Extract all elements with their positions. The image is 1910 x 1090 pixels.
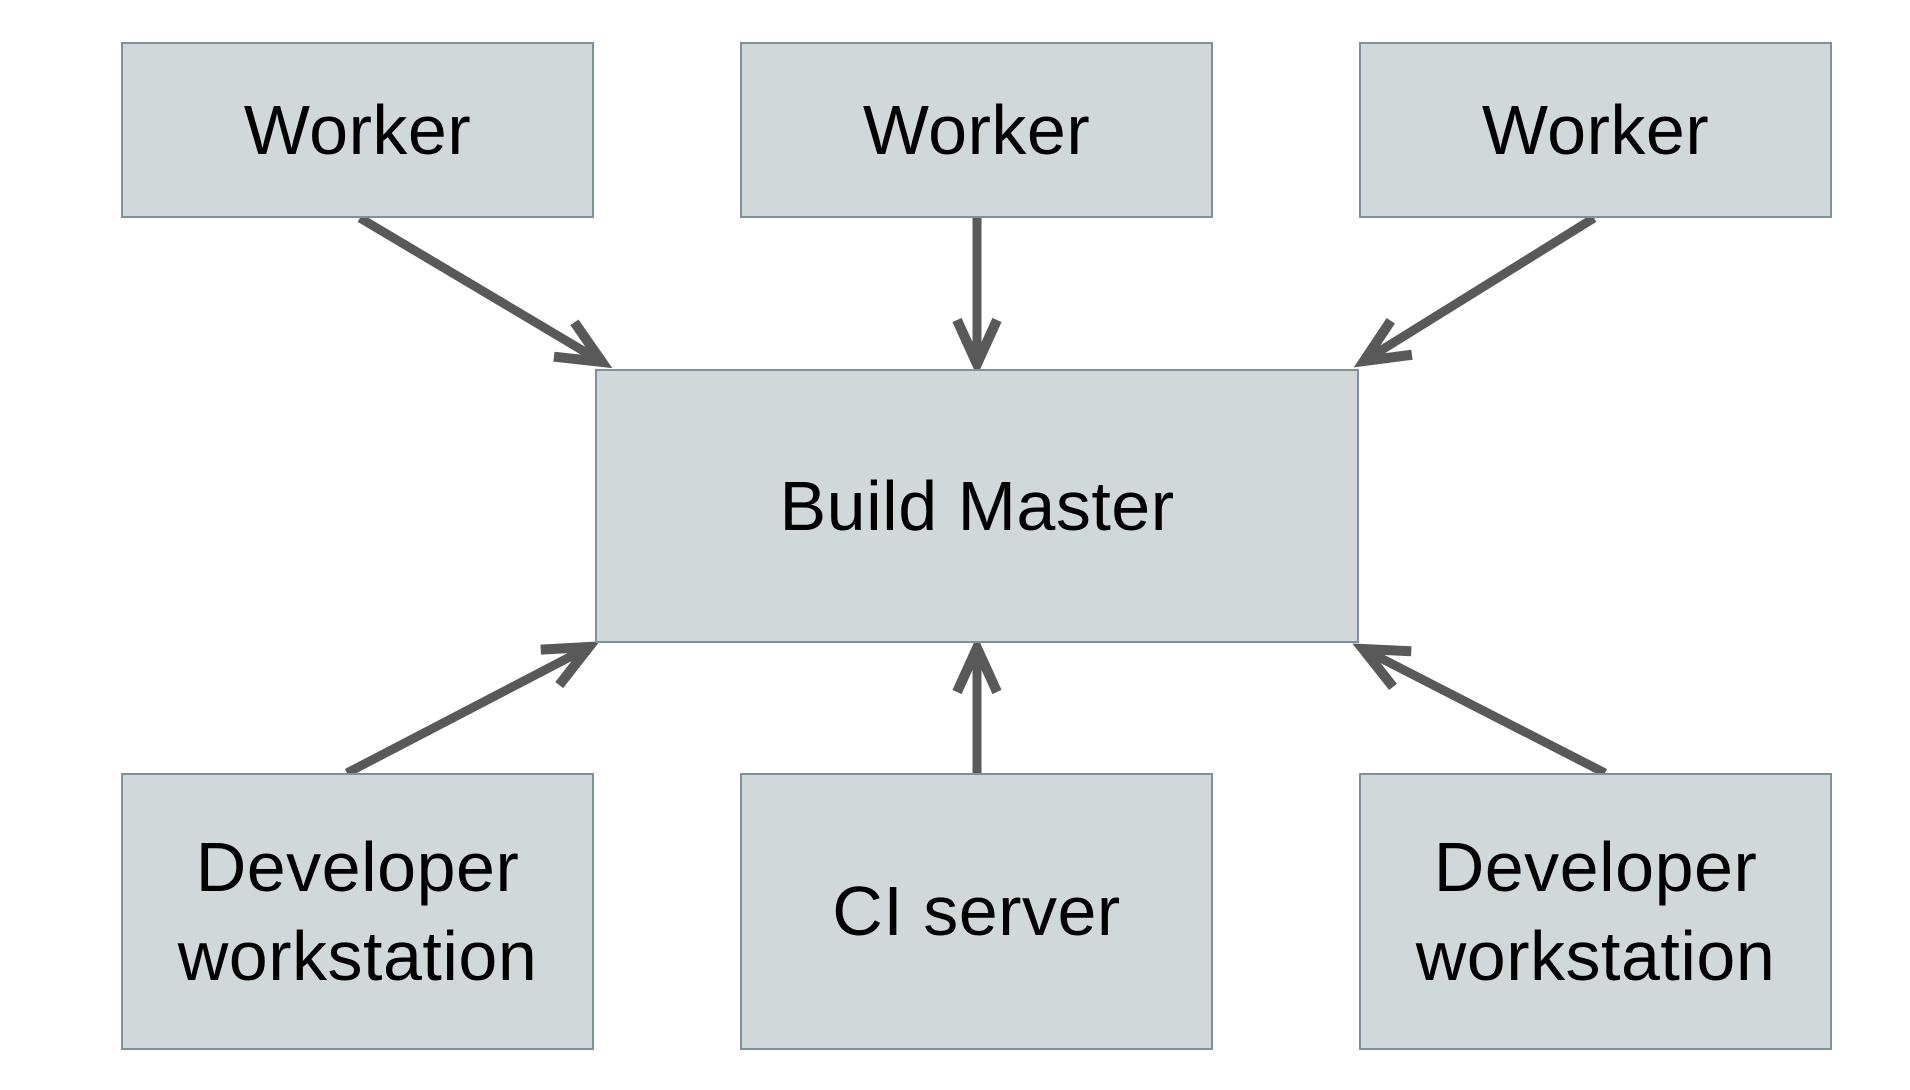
node-label: Developer workstation <box>177 827 538 995</box>
node-label: Worker <box>243 90 472 169</box>
node-worker-2: Worker <box>740 42 1213 218</box>
arrow-devworkstation-right-to-buildmaster <box>1352 643 1608 778</box>
arrow-worker3-to-buildmaster <box>1353 214 1597 368</box>
arrow-worker1-to-buildmaster <box>357 214 613 369</box>
node-developer-workstation-left: Developer workstation <box>121 773 594 1050</box>
node-label: Worker <box>862 90 1091 169</box>
node-label: Worker <box>1481 90 1710 169</box>
node-developer-workstation-right: Developer workstation <box>1359 773 1832 1050</box>
node-worker-3: Worker <box>1359 42 1832 218</box>
node-worker-1: Worker <box>121 42 594 218</box>
node-label: Developer workstation <box>1415 827 1776 995</box>
node-label: Build Master <box>779 466 1175 545</box>
node-build-master: Build Master <box>595 369 1359 643</box>
node-ci-server: CI server <box>740 773 1213 1050</box>
arrow-devworkstation-left-to-buildmaster <box>344 641 600 777</box>
node-label: CI server <box>832 872 1121 951</box>
